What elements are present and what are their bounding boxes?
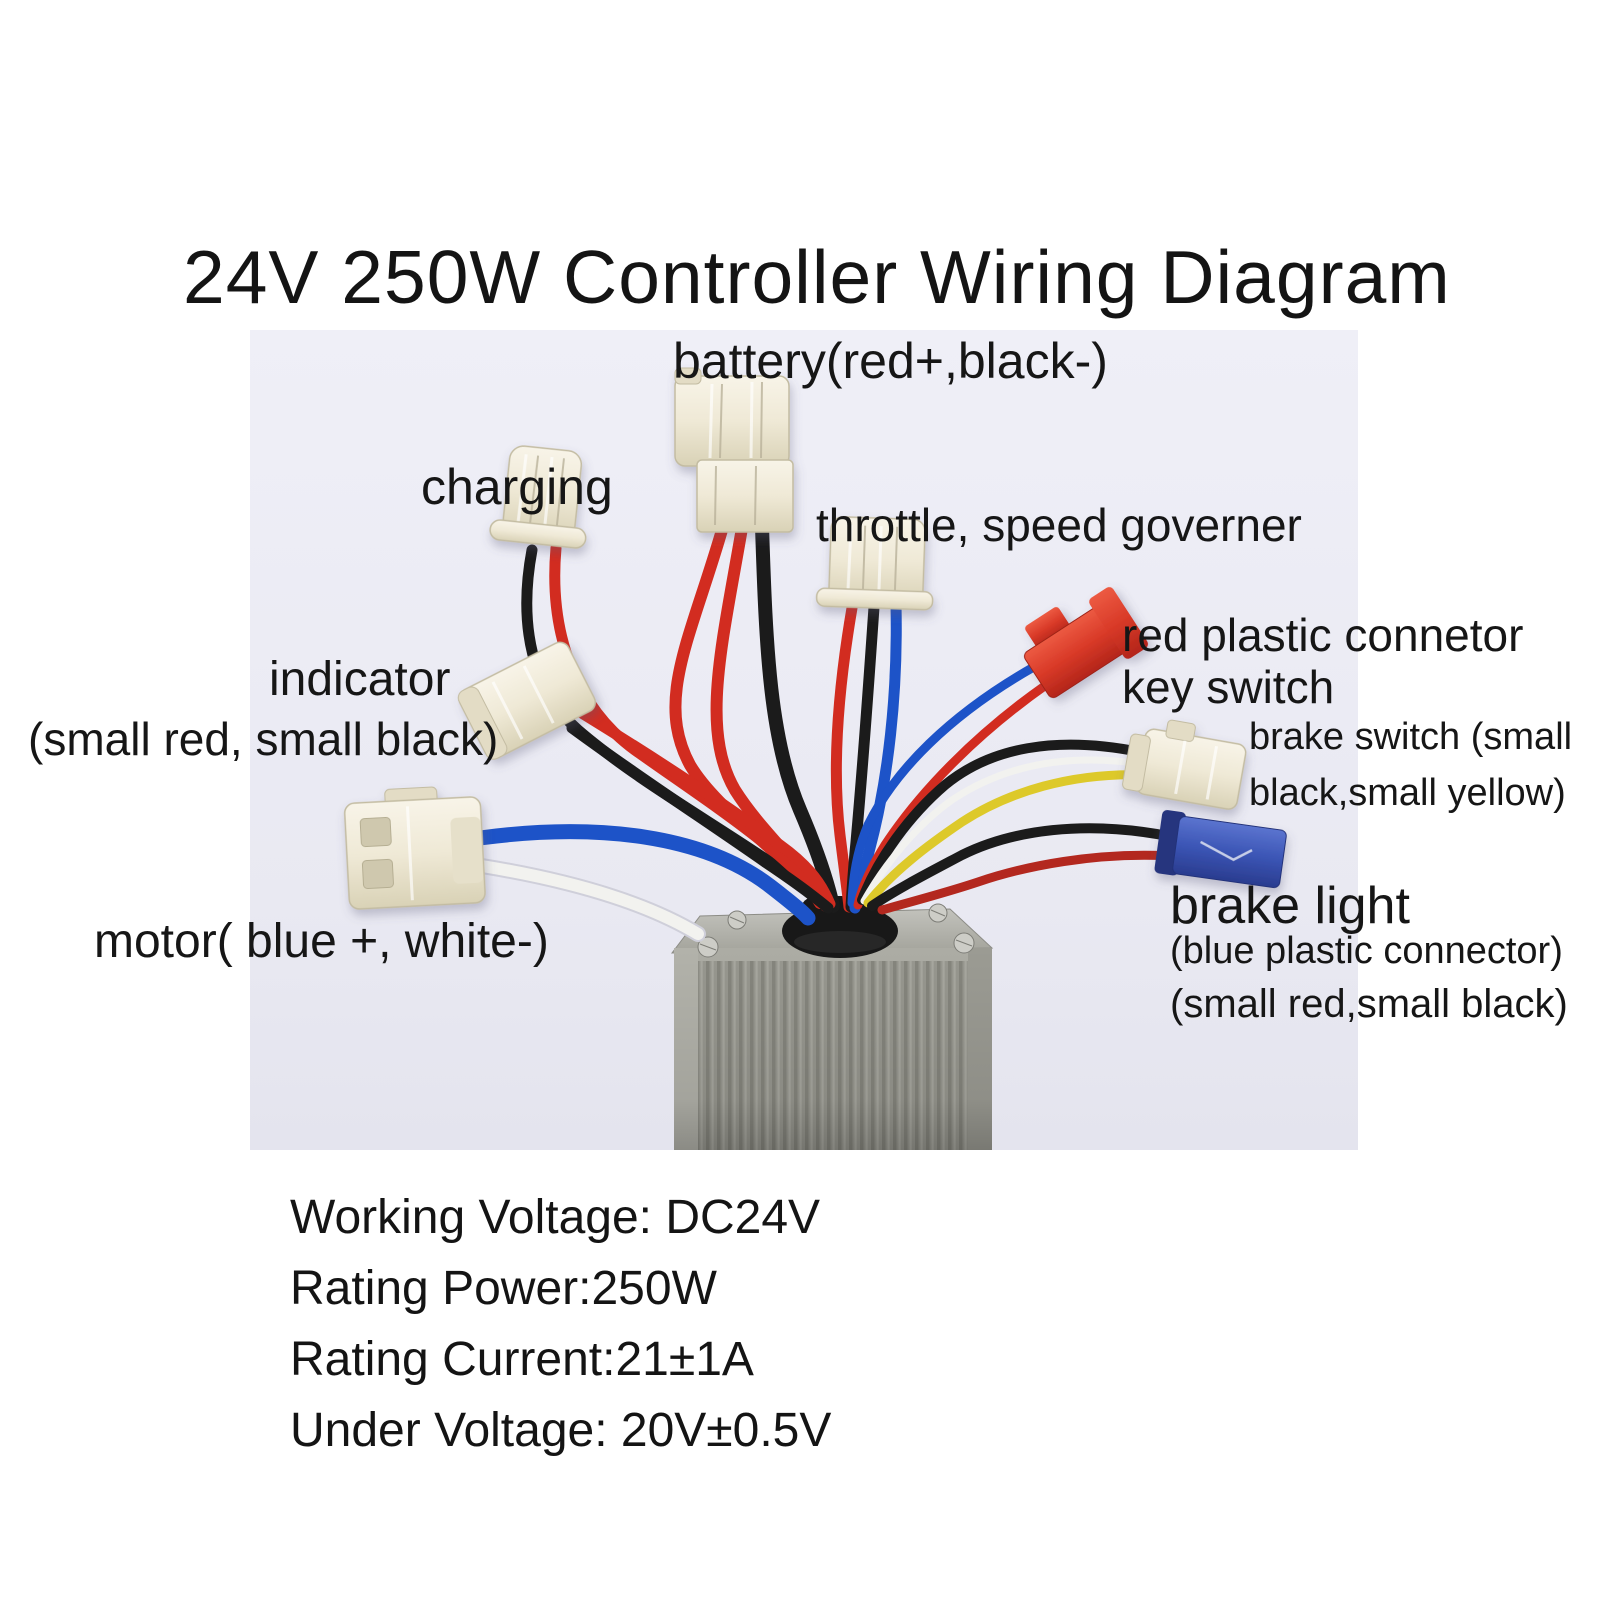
battery-connector bbox=[674, 367, 794, 533]
brake-switch-wire-yellow bbox=[863, 770, 1151, 908]
indicator-wire-red bbox=[574, 706, 836, 910]
label-brake-switch-line1: brake switch (small bbox=[1249, 716, 1573, 758]
spec-rating-power: Rating Power:250W bbox=[290, 1262, 717, 1315]
label-charging: charging bbox=[421, 459, 613, 515]
brake-light-connector bbox=[1154, 810, 1287, 889]
label-indicator-line1: indicator bbox=[269, 653, 451, 706]
throttle-connector bbox=[815, 516, 934, 611]
label-throttle: throttle, speed governer bbox=[816, 499, 1302, 551]
spec-list: Working Voltage: DC24V Rating Power:250W… bbox=[290, 1182, 831, 1466]
brake-switch-connector bbox=[1122, 719, 1247, 810]
label-key-switch-line1: red plastic connetor bbox=[1122, 609, 1524, 661]
screw-icon bbox=[697, 903, 975, 958]
spec-working-voltage: Working Voltage: DC24V bbox=[290, 1191, 821, 1244]
key-switch-connector bbox=[1024, 587, 1149, 699]
motor-connector bbox=[343, 786, 486, 910]
key-switch-wire-blue bbox=[847, 663, 1037, 908]
label-brake-switch-line2: black,small yellow) bbox=[1249, 772, 1566, 814]
charging-connector bbox=[489, 445, 587, 549]
brake-switch-wire-black bbox=[857, 739, 1145, 905]
motor-wire-white bbox=[476, 860, 704, 940]
label-brake-light-line3: (small red,small black) bbox=[1170, 982, 1568, 1026]
controller-face-shading bbox=[674, 948, 992, 1150]
label-brake-light-line2: (blue plastic connector) bbox=[1170, 930, 1563, 972]
page-title: 24V 250W Controller Wiring Diagram bbox=[183, 235, 1451, 319]
label-motor: motor( blue +, white-) bbox=[94, 915, 549, 968]
label-indicator-line2: (small red, small black) bbox=[28, 713, 499, 765]
brake-light-wire-red bbox=[877, 850, 1177, 915]
motor-wire-blue bbox=[472, 824, 816, 926]
indicator-connector bbox=[457, 641, 597, 760]
wires bbox=[472, 519, 1177, 942]
label-battery: battery(red+,black-) bbox=[673, 333, 1108, 389]
battery-wire-black bbox=[755, 519, 840, 913]
brake-switch-wire-white bbox=[860, 756, 1146, 905]
brake-light-wire-black bbox=[867, 823, 1173, 911]
spec-under-voltage: Under Voltage: 20V±0.5V bbox=[290, 1404, 832, 1457]
controller-box bbox=[670, 896, 994, 1150]
throttle-wire-red bbox=[830, 602, 858, 913]
indicator-wire-black bbox=[566, 722, 834, 914]
label-key-switch-line2: key switch bbox=[1122, 661, 1335, 713]
label-brake-light-line1: brake light bbox=[1170, 877, 1410, 935]
spec-rating-current: Rating Current:21±1A bbox=[290, 1333, 754, 1386]
